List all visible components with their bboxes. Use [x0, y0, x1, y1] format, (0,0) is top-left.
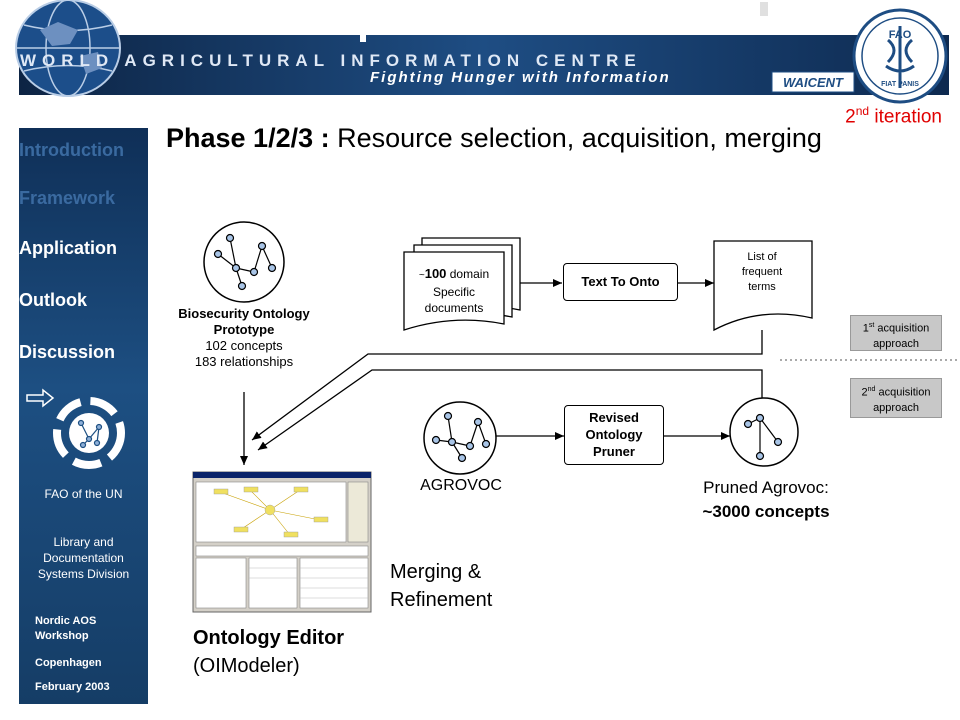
agrovoc-graph-icon: [423, 401, 497, 475]
division-label: Library and Documentation Systems Divisi…: [37, 535, 130, 581]
fao-logo-icon: [852, 8, 948, 104]
documents-stack-icon: [403, 237, 521, 331]
documents-label: ~100 domain Specific documents: [418, 266, 490, 315]
banner: WORLD AGRICULTURAL INFORMATION CENTRE Fi…: [0, 0, 960, 118]
waicent-logo: WAICENT: [783, 75, 844, 90]
banner-tagline: Fighting Hunger with Information: [370, 69, 671, 86]
first-approach-box: 1st acquisition approach: [850, 315, 942, 351]
terms-document-icon: [713, 240, 813, 332]
terms-label: List of frequent terms: [741, 251, 783, 293]
second-approach-box: 2nd acquisition approach: [850, 378, 942, 418]
banner-title: WORLD AGRICULTURAL INFORMATION CENTRE: [20, 51, 642, 70]
nav-discussion[interactable]: Discussion: [19, 342, 116, 362]
nav-introduction[interactable]: Introduction: [19, 140, 124, 160]
org-label: FAO of the UN: [44, 487, 123, 501]
nav-framework[interactable]: Framework: [19, 188, 116, 208]
cycle-icon: [26, 388, 125, 469]
ontology-pruner-box: Revised Ontology Pruner: [564, 405, 664, 465]
event-city: Copenhagen: [35, 657, 102, 669]
ontology-editor-label: Ontology Editor (OIModeler): [193, 627, 345, 677]
sidebar: Introduction Framework Application Outlo…: [19, 128, 148, 704]
pruned-agrovoc-graph-icon: [729, 397, 799, 467]
globe-logo-icon: [15, 0, 121, 97]
nav-application[interactable]: Application: [19, 238, 117, 258]
page-title: Phase 1/2/3 : Resource selection, acquis…: [166, 123, 822, 153]
pruned-agrovoc-label: Pruned Agrovoc: ~3000 concepts: [702, 478, 830, 521]
event-date: February 2003: [35, 681, 110, 693]
nav-outlook[interactable]: Outlook: [19, 290, 87, 310]
biosecurity-label: Biosecurity Ontology Prototype 102 conce…: [178, 306, 310, 369]
biosecurity-ontology-graph-icon: [203, 221, 285, 303]
agrovoc-label: AGROVOC: [420, 477, 502, 494]
fao-logo-text: FAO: [889, 29, 912, 41]
fao-motto: FIAT PANIS: [881, 81, 919, 88]
ontology-editor-screenshot: [192, 471, 372, 613]
iteration-label: 2nd iteration: [845, 104, 942, 128]
text-to-onto-box: Text To Onto: [563, 263, 678, 301]
event-name: Nordic AOS Workshop: [35, 615, 97, 642]
merging-label: Merging & Refinement: [390, 561, 493, 611]
